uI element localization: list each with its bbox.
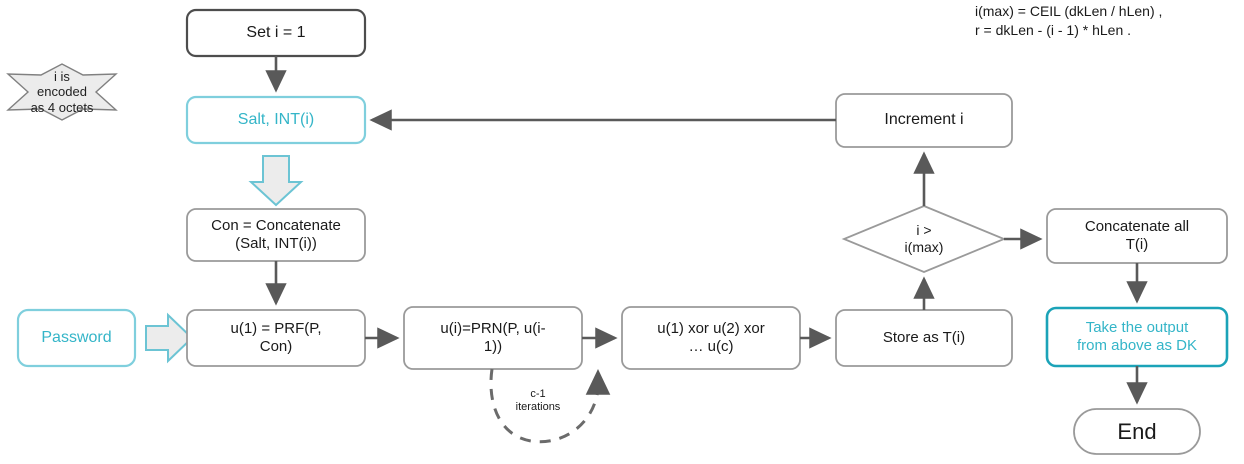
node-u1-prf[interactable]	[187, 310, 365, 366]
node-decision-imax[interactable]	[844, 206, 1004, 272]
node-decision-imax-shape	[841, 205, 1007, 273]
node-increment-i[interactable]	[836, 94, 1012, 147]
node-con-concat[interactable]	[187, 209, 365, 261]
edge-iteration-loop	[489, 368, 611, 444]
node-end[interactable]	[1074, 409, 1200, 454]
node-xor-all[interactable]	[622, 307, 800, 369]
node-note-octets[interactable]	[8, 64, 116, 120]
node-password[interactable]	[18, 310, 135, 366]
block-arrow-down-salt-con	[248, 155, 304, 207]
node-salt-int-shape	[185, 95, 367, 145]
node-take-output-dk[interactable]	[1047, 308, 1227, 366]
node-ui-prn[interactable]	[404, 307, 582, 369]
node-salt-int[interactable]	[187, 97, 365, 143]
formula-note-line2: r = dkLen - (i - 1) * hLen .	[975, 21, 1132, 38]
node-note-octets-shape	[6, 63, 118, 121]
block-arrow-right-password	[145, 312, 194, 364]
formula-note: i(max) = CEIL (dkLen / hLen) , r = dkLen…	[975, 2, 1235, 40]
node-set-i[interactable]	[187, 10, 365, 56]
node-password-shape	[16, 308, 137, 368]
node-end-shape	[1073, 408, 1201, 455]
formula-note-line1: i(max) = CEIL (dkLen / hLen) ,	[975, 3, 1163, 19]
node-store-ti[interactable]	[836, 310, 1012, 366]
node-concat-all-ti[interactable]	[1047, 209, 1227, 263]
